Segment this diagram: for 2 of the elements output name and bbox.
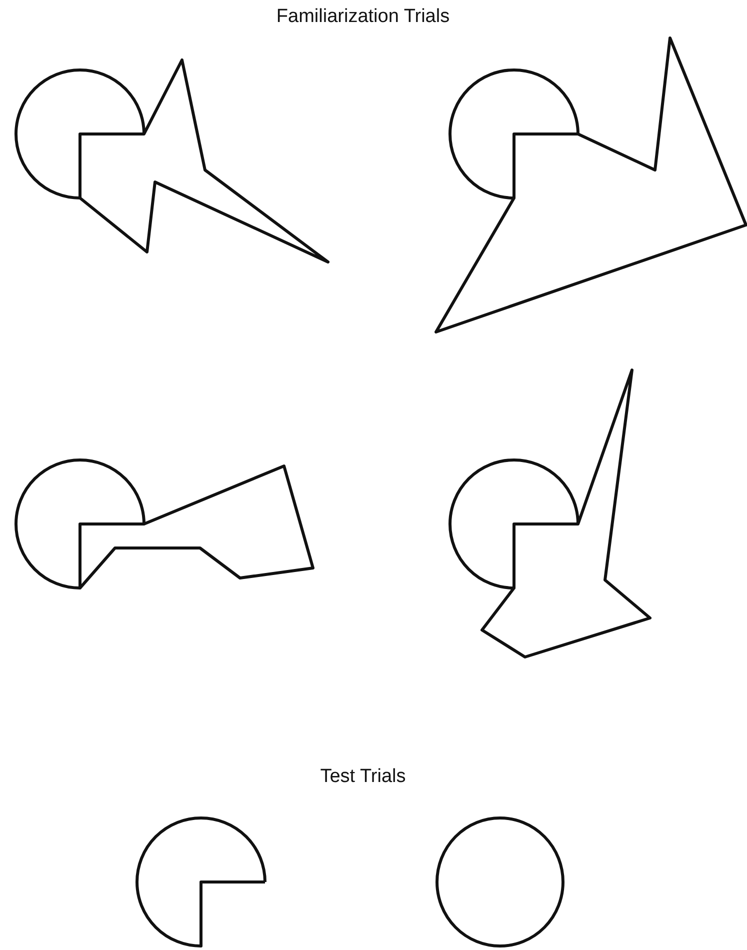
section-heading: Familiarization Trials <box>276 6 450 28</box>
section-heading: Test Trials <box>320 766 406 788</box>
